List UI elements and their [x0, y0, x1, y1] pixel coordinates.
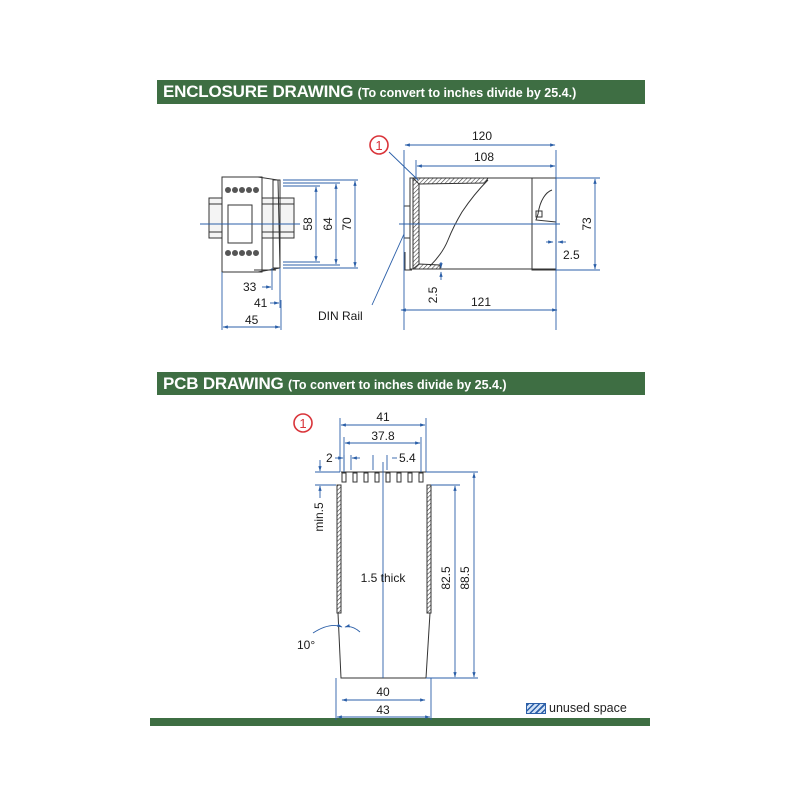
- pcb-dim-82.5: 82.5: [439, 566, 453, 590]
- dim-33: 33: [243, 280, 257, 294]
- dim-121: 121: [471, 295, 491, 309]
- pcb-thickness-label: 1.5 thick: [361, 571, 407, 585]
- enclosure-title: ENCLOSURE DRAWING: [163, 82, 354, 101]
- dim-108: 108: [474, 150, 494, 164]
- enclosure-front-view: [208, 176, 295, 273]
- pcb-dim-37.8: 37.8: [371, 429, 395, 443]
- enclosure-drawing-banner: ENCLOSURE DRAWING (To convert to inches …: [157, 80, 645, 104]
- front-view-dimensions: [200, 179, 358, 330]
- dim-58: 58: [301, 217, 315, 231]
- svg-text:1: 1: [375, 138, 382, 153]
- bottom-rule: [150, 718, 650, 726]
- enclosure-callout-1: 1: [369, 135, 389, 155]
- dim-41: 41: [254, 296, 268, 310]
- svg-text:1: 1: [299, 416, 306, 431]
- side-view-dimensions: [371, 143, 600, 330]
- dim-120: 120: [472, 129, 492, 143]
- pcb-drawing-banner: PCB DRAWING (To convert to inches divide…: [157, 372, 645, 395]
- pcb-callout-1: 1: [293, 413, 313, 433]
- pcb-dim-2: 2: [326, 451, 333, 465]
- dim-64: 64: [321, 217, 335, 231]
- pcb-dim-min5: min.5: [312, 502, 326, 532]
- pcb-dimensions: [312, 418, 478, 720]
- legend-label: unused space: [549, 701, 627, 715]
- hatch-swatch-icon: [526, 702, 546, 714]
- din-rail-label: DIN Rail: [318, 309, 363, 323]
- pcb-dim-41: 41: [376, 410, 390, 424]
- dim-70: 70: [340, 217, 354, 231]
- pcb-title: PCB DRAWING: [163, 374, 284, 393]
- pcb-subtitle: (To convert to inches divide by 25.4.): [288, 378, 507, 392]
- dim-45: 45: [245, 313, 259, 327]
- enclosure-side-view: [403, 177, 557, 271]
- pcb-outline: [336, 471, 432, 679]
- pcb-dim-5.4: 5.4: [399, 451, 416, 465]
- dim-73: 73: [580, 217, 594, 231]
- pcb-dim-88.5: 88.5: [458, 566, 472, 590]
- pcb-dim-43: 43: [376, 703, 390, 717]
- pcb-angle-10: 10°: [297, 638, 315, 652]
- dim-2.5-bottom: 2.5: [426, 286, 440, 303]
- dim-2.5-right: 2.5: [563, 248, 580, 262]
- unused-space-legend: unused space: [526, 701, 627, 715]
- enclosure-subtitle: (To convert to inches divide by 25.4.): [357, 86, 577, 100]
- pcb-dim-40: 40: [376, 685, 390, 699]
